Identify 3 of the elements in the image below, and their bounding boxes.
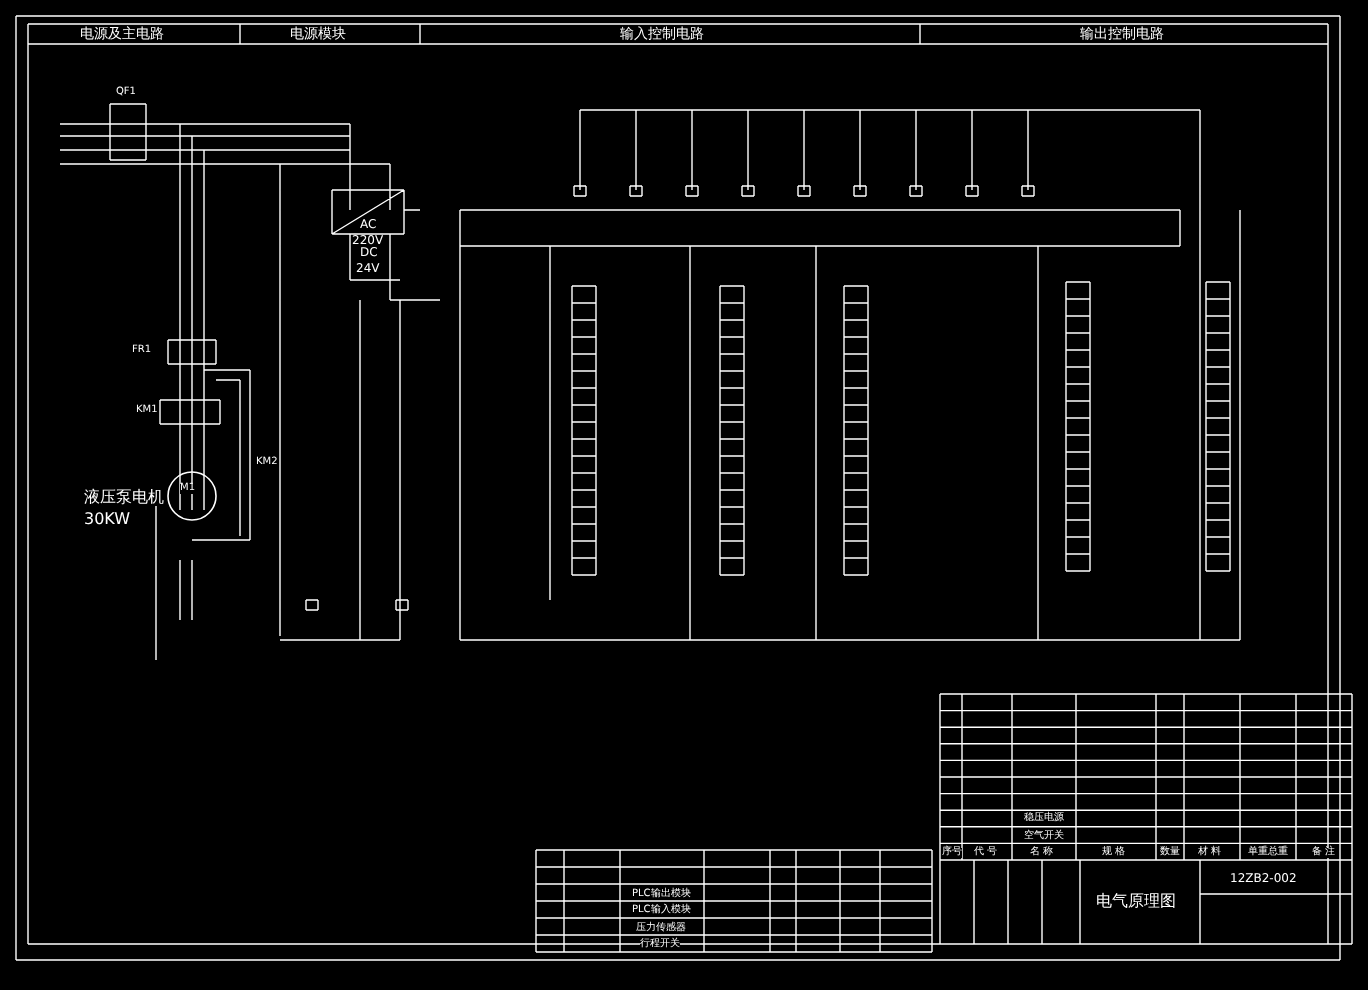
motor-label: 液压泵电机 bbox=[84, 490, 164, 506]
motor-label: 30KW bbox=[84, 512, 131, 528]
drawing-title: 电气原理图 bbox=[1096, 894, 1176, 910]
